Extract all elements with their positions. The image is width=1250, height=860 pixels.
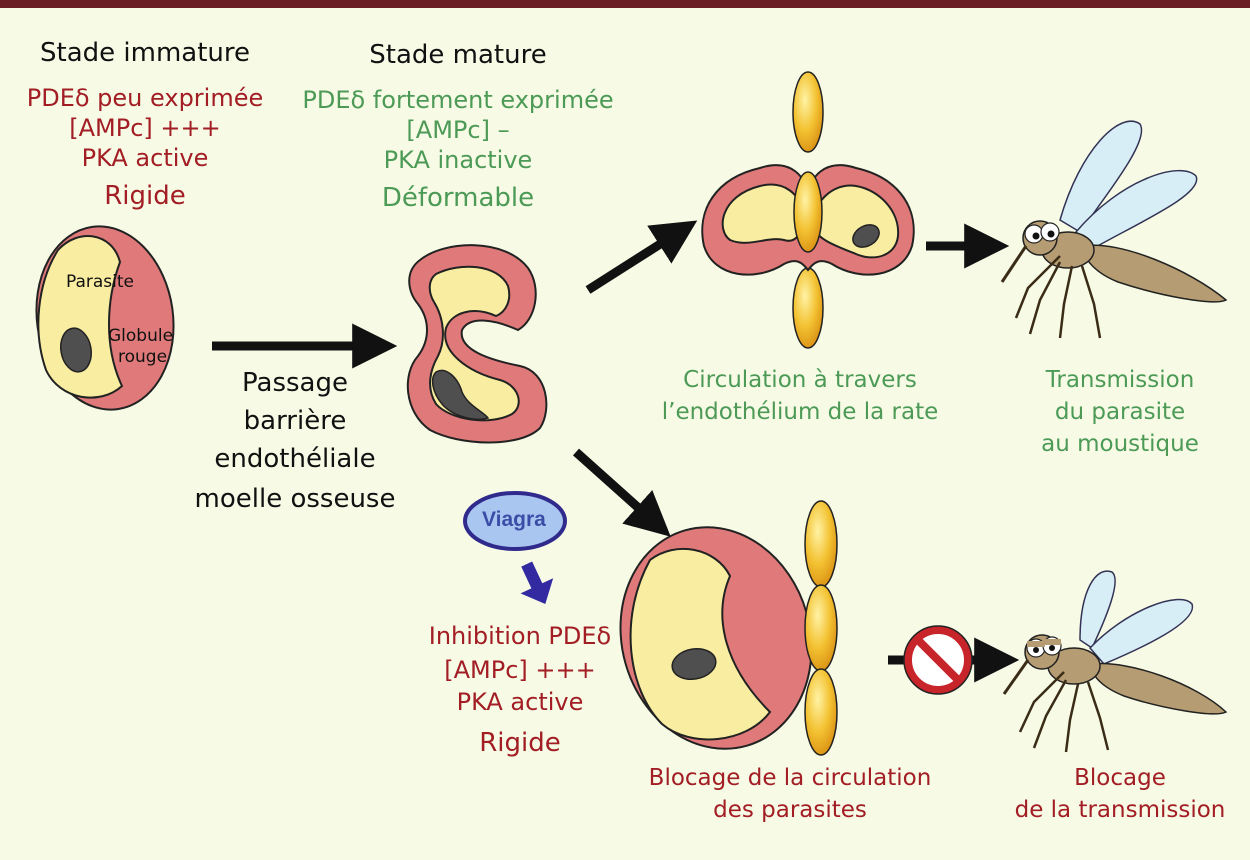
blocked-transmission-line-2: de la transmission: [1014, 797, 1226, 823]
immature-line-3: PKA active: [81, 144, 209, 172]
viagra-badge: [463, 491, 567, 551]
blocked-endothelium-icon: [804, 500, 838, 756]
mature-line-1: PDEδ fortement exprimée: [302, 86, 614, 114]
mature-line-3: PKA inactive: [383, 146, 533, 174]
viagra-line-3: PKA active: [456, 688, 584, 716]
blocked-circulation-line-2: des parasites: [713, 797, 867, 823]
mature-state: Déformable: [381, 183, 535, 213]
mature-title: Stade mature: [369, 40, 547, 70]
label-cell-2: rouge: [118, 347, 168, 367]
viagra-arrow-icon: [520, 561, 554, 604]
down-arrow-icon: [572, 448, 671, 537]
viagra-line-1: Inhibition PDEδ: [428, 622, 612, 650]
immature-line-2: [AMPc] +++: [69, 114, 221, 142]
passage-line-2: barrière: [243, 406, 347, 436]
viagra-line-2: [AMPc] +++: [444, 656, 596, 684]
top-frame-bar: [0, 0, 1250, 8]
viagra-label: Viagra: [482, 508, 546, 531]
viagra-state: Rigide: [479, 728, 561, 758]
mosquito-icon: [1000, 120, 1228, 339]
sad-mosquito-icon: [1002, 570, 1228, 753]
passage-line-3: endothéliale: [214, 444, 376, 474]
transmission-line-2: du parasite: [1054, 399, 1186, 425]
transmission-line-3: au moustique: [1041, 431, 1199, 457]
blocked-transmission-line-1: Blocage: [1074, 765, 1166, 791]
immature-state: Rigide: [104, 181, 186, 211]
immature-title: Stade immature: [40, 38, 250, 68]
passage-line-4: moelle osseuse: [194, 484, 396, 514]
label-cell-1: Globule: [108, 326, 174, 346]
mature-line-2: [AMPc] –: [406, 116, 510, 144]
endothelium-cell-icon: [793, 171, 823, 253]
blocked-circulation-line-1: Blocage de la circulation: [648, 765, 932, 791]
mature-deformable-cell-icon: [406, 244, 548, 444]
immature-line-1: PDEδ peu exprimée: [26, 84, 264, 112]
blocked-rigid-cell-icon: [619, 526, 813, 750]
passage-line-1: Passage: [242, 368, 348, 398]
label-parasite: Parasite: [66, 272, 135, 292]
circulation-line-1: Circulation à travers: [683, 367, 917, 393]
prohibited-sign-icon: [903, 625, 973, 695]
transmission-line-1: Transmission: [1045, 367, 1195, 393]
immature-red-blood-cell-icon: [35, 225, 175, 411]
up-arrow-icon: [585, 220, 698, 294]
circulation-line-2: l’endothélium de la rate: [661, 399, 939, 425]
